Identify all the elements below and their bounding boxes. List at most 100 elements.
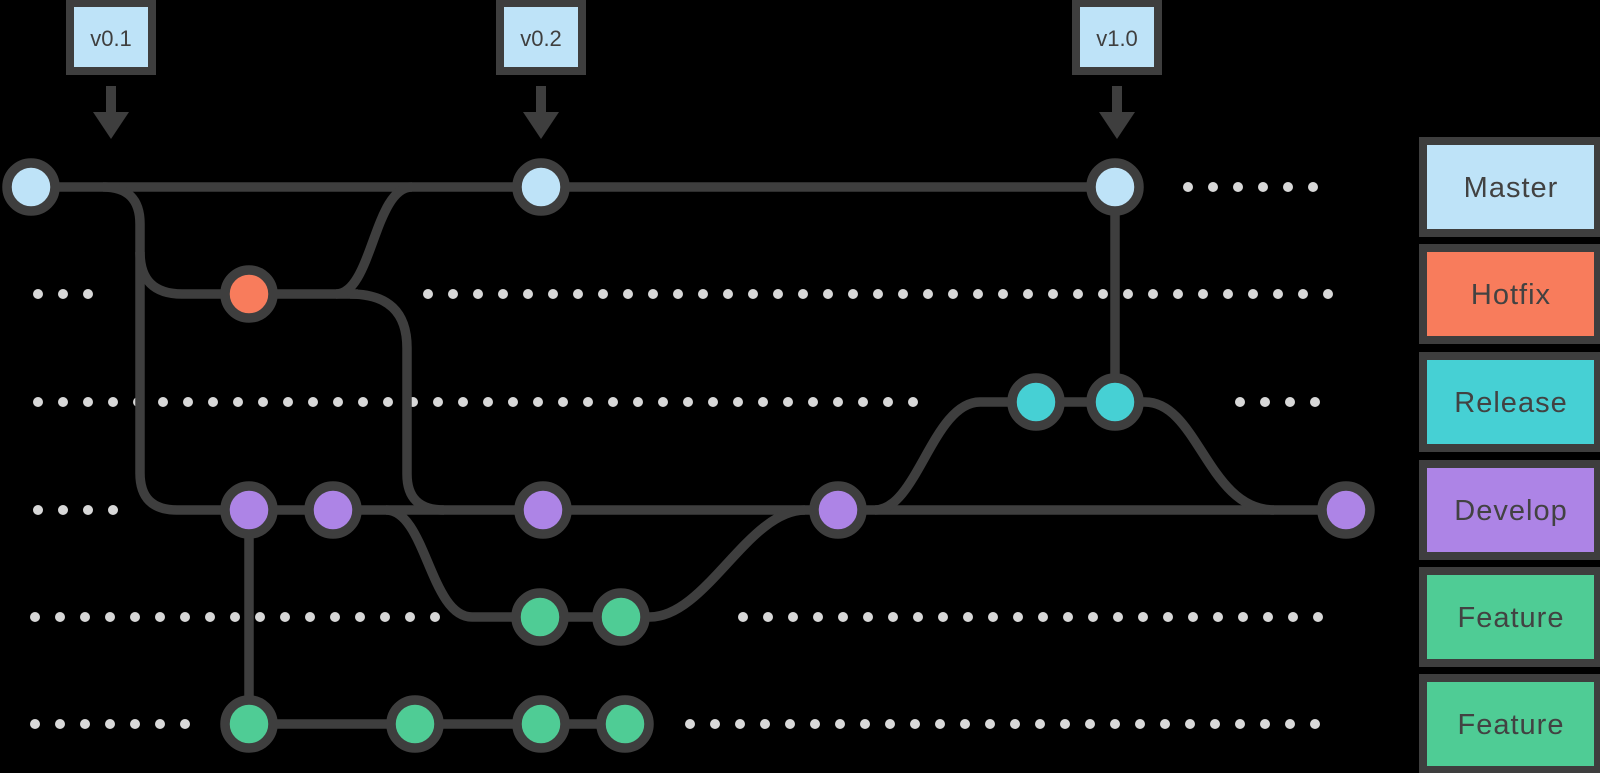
hotfix-dotted-line-dot [1198,289,1208,299]
feature-1-dotted-line-dot [280,612,290,622]
hotfix-dotted-line-dot [1023,289,1033,299]
feature-2-dotted-line-dot [1210,719,1220,729]
feature-1-dotted-line-dot [938,612,948,622]
hotfix-dotted-line-dot [423,289,433,299]
hotfix-dotted-line-dot [723,289,733,299]
feature-1-dotted-line-dot [863,612,873,622]
develop-dotted-line-dot [83,505,93,515]
commit-develop-4 [809,481,867,539]
feature-1-dotted-line-dot [305,612,315,622]
feature-1-dotted-line-dot [913,612,923,622]
legend-swatch-develop [1419,460,1600,560]
hotfix-dotted-line-dot [1273,289,1283,299]
release-dotted-line-dot [558,397,568,407]
release-dotted-line-dot [1310,397,1320,407]
release-dotted-line-dot [708,397,718,407]
feature-2-dotted-line-dot [1110,719,1120,729]
legend-item-master: Master [1419,137,1600,237]
feature-1-dotted-line-dot [1138,612,1148,622]
master-dotted-line-dot [1308,182,1318,192]
feature-1-dotted-line-dot [205,612,215,622]
feature-2-dotted-line-dot [1260,719,1270,729]
hotfix-dotted-line-dot [898,289,908,299]
feature-2-dotted-line-dot [1010,719,1020,729]
feature-2-dotted-line-dot [685,719,695,729]
release-dotted-line-dot [308,397,318,407]
branch-edges-layer [31,182,1346,729]
feature-2-dotted-line-dot [860,719,870,729]
commit-feature-1-2 [592,588,650,646]
commit-develop-3 [514,481,572,539]
legend-item-feature-2: Feature [1419,674,1600,773]
master-to-develop-branch [102,182,178,515]
legend: Master Hotfix Release Develop Feature Fe… [1419,137,1600,773]
feature-2-dotted-line-dot [810,719,820,729]
release-dotted-line-dot [358,397,368,407]
hotfix-dotted-line-dot [498,289,508,299]
feature-1-dotted-line-dot [1038,612,1048,622]
legend-label-develop: Develop [1454,495,1567,527]
tag-v0.2-box [496,0,586,75]
hotfix-dotted-line-dot [548,289,558,299]
tag-v0.1-box [66,0,156,75]
legend-label-release: Release [1454,387,1567,419]
feature-1-dotted-line-dot [330,612,340,622]
feature-1-dotted-line-dot [155,612,165,622]
release-dotted-line-dot [608,397,618,407]
legend-swatch-hotfix [1419,244,1600,344]
master-to-hotfix-branch [135,251,249,299]
hotfix-dotted-line-dot [1073,289,1083,299]
tag-v1.0-arrow-head-icon [1099,112,1135,139]
commit-feature-1-1 [511,588,569,646]
release-merge-into-develop [1115,397,1275,515]
release-dotted-line-dot [883,397,893,407]
feature-1-dotted-line-dot [963,612,973,622]
commit-master-2 [512,158,570,216]
legend-label-feature-2: Feature [1458,709,1565,741]
release-dotted-line-dot [283,397,293,407]
feature-2-dotted-line-dot [1235,719,1245,729]
feature-2-dotted-line-dot [1060,719,1070,729]
release-dotted-line-dot [658,397,668,407]
hotfix-dotted-line-dot [1048,289,1058,299]
hotfix-dotted-line-dot [673,289,683,299]
feature-2-dotted-line-dot [885,719,895,729]
commit-feature-2-1 [220,695,278,753]
release-dotted-line-dot [333,397,343,407]
feature-1-dotted-line-dot [1063,612,1073,622]
commit-develop-5 [1317,481,1375,539]
release-dotted-line-dot [733,397,743,407]
feature-2-dotted-line-dot [1085,719,1095,729]
feature-2-dotted-line-dot [1035,719,1045,729]
release-dotted-line-dot [108,397,118,407]
hotfix-dotted-line-dot [798,289,808,299]
feature-2-dotted-line-dot [710,719,720,729]
feature-1-dotted-line-dot [988,612,998,622]
release-dotted-line-dot [158,397,168,407]
feature-1-dotted-line-dot [888,612,898,622]
hotfix-dotted-line-dot [1173,289,1183,299]
commit-develop-2 [304,481,362,539]
legend-swatch-release [1419,352,1600,452]
develop-dotted-line-dot [58,505,68,515]
hotfix-dotted-line-dot [948,289,958,299]
feature-1-dotted-line-dot [105,612,115,622]
hotfix-dotted-line-dot [1248,289,1258,299]
tag-v0.1: v0.1 [66,0,156,139]
hotfix-dotted-line-dot [598,289,608,299]
feature-1-dotted-line-dot [1288,612,1298,622]
dotted-lines-layer [30,182,1333,729]
legend-swatch-feature-1 [1419,567,1600,667]
hotfix-dotted-line-dot [648,289,658,299]
feature-1-dotted-line-dot [230,612,240,622]
commit-master-1 [2,158,60,216]
release-dotted-line-dot [808,397,818,407]
feature-1-dotted-line-dot [1088,612,1098,622]
hotfix-dotted-line-dot [848,289,858,299]
feature-1-dotted-line-dot [355,612,365,622]
master-dotted-line-dot [1233,182,1243,192]
hotfix-dotted-line-dot [473,289,483,299]
commit-feature-2-3 [512,695,570,753]
